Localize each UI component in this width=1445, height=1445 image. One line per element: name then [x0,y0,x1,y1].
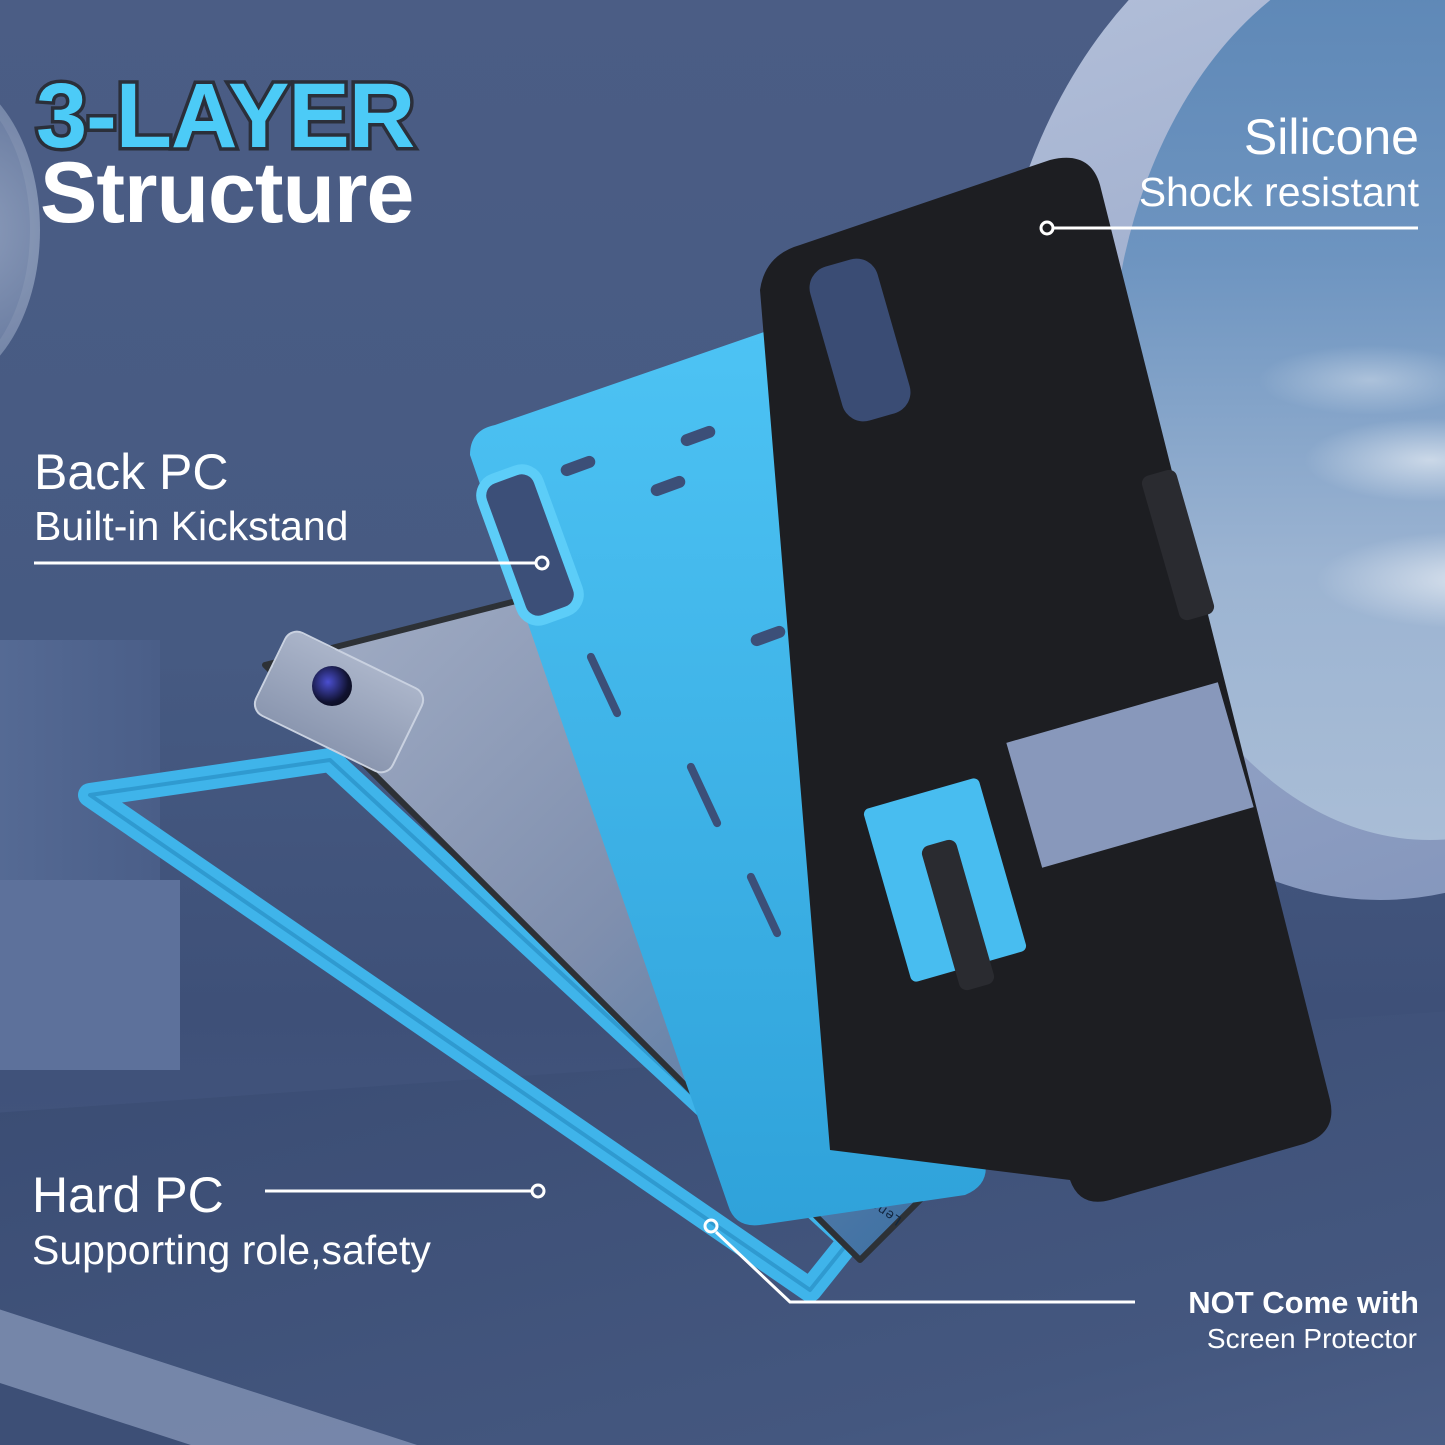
back-pc-subtitle: Built-in Kickstand [34,503,349,549]
silicone-title: Silicone [1243,109,1419,165]
screen-protector-subtitle: Screen Protector [1206,1323,1417,1354]
hard-pc-subtitle: Supporting role,safety [32,1227,431,1273]
camera-lens-icon [312,666,352,706]
hard-pc-title: Hard PC [32,1167,224,1223]
silicone-subtitle: Shock resistant [1138,169,1419,215]
back-pc-title: Back PC [34,444,229,500]
background-ledge [0,880,180,1070]
headline-layer-count: 3-LAYER [32,65,418,167]
screen-protector-warning: NOT Come with [1188,1285,1419,1320]
headline-structure: Structure [40,145,414,241]
